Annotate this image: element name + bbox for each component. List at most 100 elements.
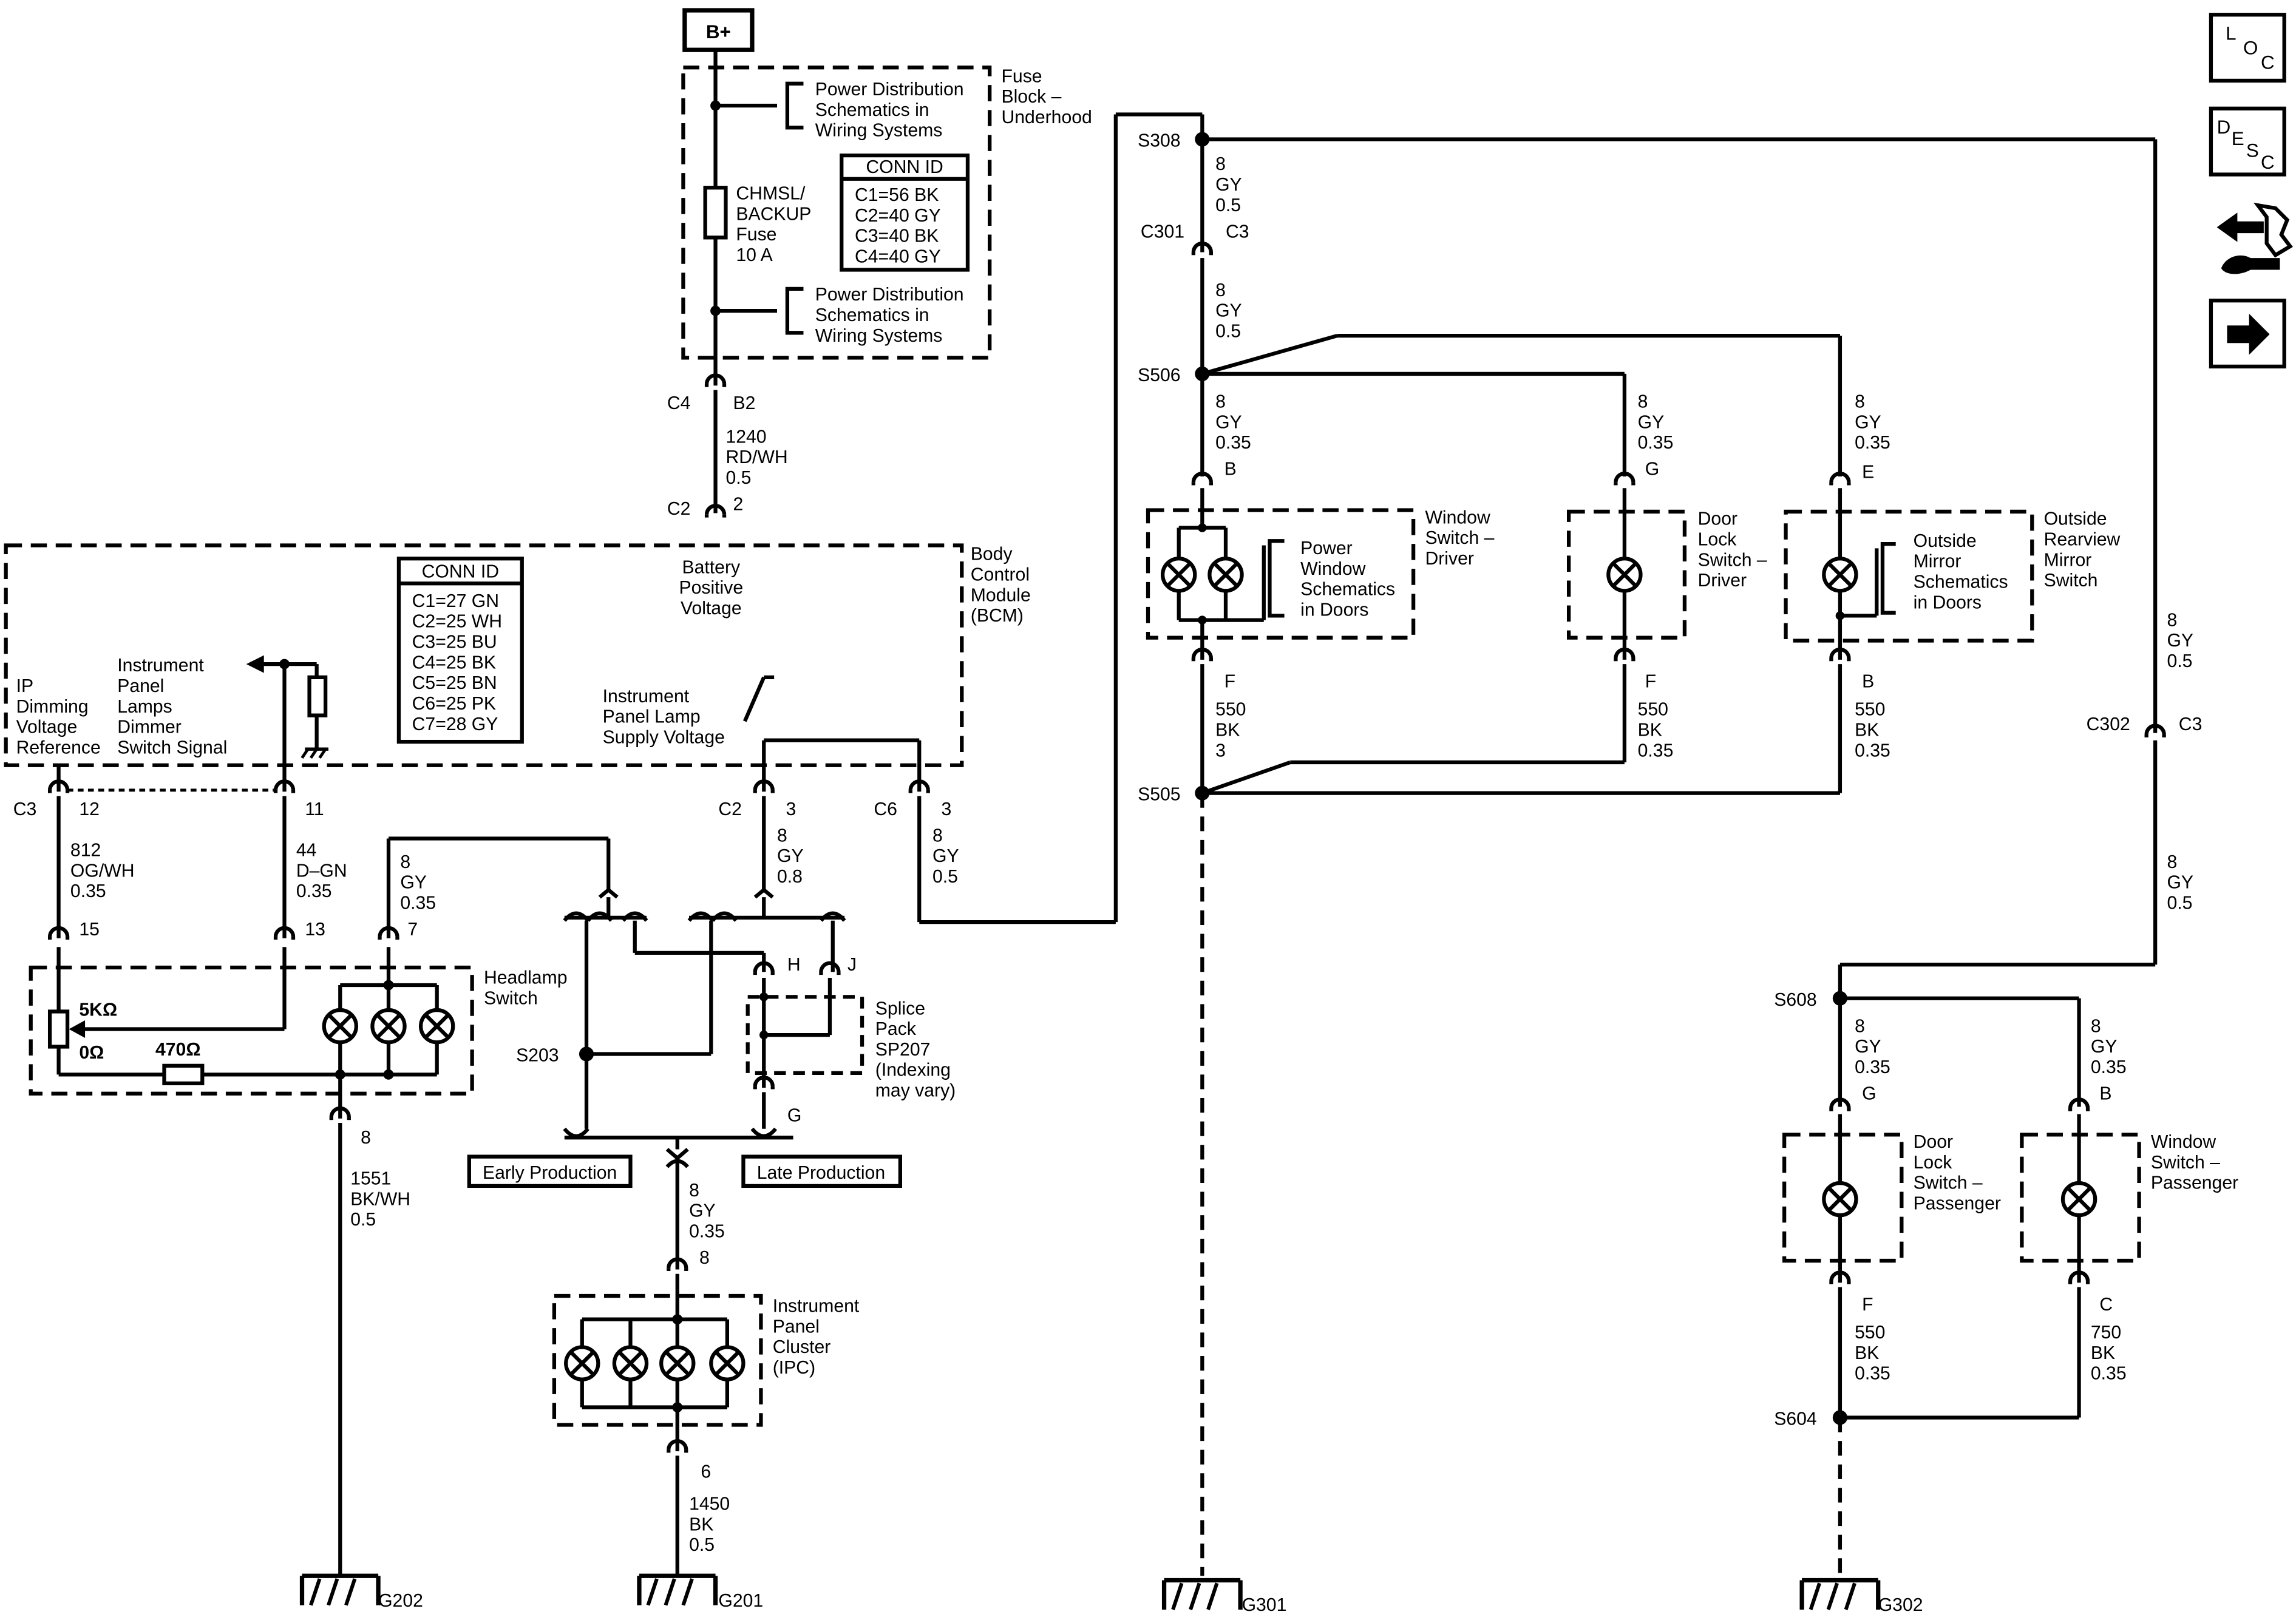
svg-text:7: 7 bbox=[407, 920, 418, 940]
fuse-block-outline bbox=[681, 66, 992, 360]
svg-text:8: 8 bbox=[1215, 154, 1226, 174]
svg-text:Module: Module bbox=[971, 585, 1031, 605]
svg-text:F: F bbox=[1224, 672, 1235, 692]
bcm-conn-id-table: CONN ID C1=27 GN C2=25 WH C3=25 BU C4=25… bbox=[396, 557, 524, 744]
svg-text:5KΩ: 5KΩ bbox=[79, 1000, 117, 1020]
svg-text:BK: BK bbox=[689, 1514, 713, 1534]
svg-text:S506: S506 bbox=[1138, 365, 1180, 385]
component-view-icon[interactable] bbox=[2216, 202, 2293, 274]
svg-text:0.5: 0.5 bbox=[932, 867, 958, 887]
svg-text:BK: BK bbox=[1638, 720, 1662, 740]
svg-text:0.35: 0.35 bbox=[400, 893, 436, 913]
svg-text:B: B bbox=[2099, 1083, 2111, 1103]
svg-text:Fuse: Fuse bbox=[1001, 66, 1042, 86]
svg-text:0.5: 0.5 bbox=[350, 1210, 376, 1230]
wire-750-wsp: 750 BK 0.35 bbox=[2091, 1323, 2127, 1384]
svg-text:Voltage: Voltage bbox=[681, 598, 742, 619]
svg-text:Headlamp: Headlamp bbox=[484, 968, 568, 988]
arrow-left-icon bbox=[246, 655, 264, 673]
headlamp-switch-outline bbox=[29, 965, 474, 1096]
window-switch-passenger-title: Window Switch – Passenger bbox=[2151, 1132, 2238, 1193]
wire-8-s308: 8 GY 0.5 bbox=[1215, 154, 1242, 215]
wire-8-c6: 8 GY 0.5 bbox=[932, 825, 959, 887]
svg-text:Fuse: Fuse bbox=[736, 225, 776, 245]
svg-text:Block –: Block – bbox=[1001, 87, 1061, 107]
splice-pack-label: Splice Pack SP207 (Indexing may vary) bbox=[875, 998, 956, 1100]
wire-812: 812 OG/WH 0.35 bbox=[70, 840, 135, 901]
svg-text:G302: G302 bbox=[1878, 1595, 1923, 1615]
svg-text:8: 8 bbox=[689, 1181, 699, 1201]
wire-550-pwd: 550 BK 3 bbox=[1215, 700, 1246, 761]
fuse-block-title: Fuse Block – Underhood bbox=[1001, 66, 1092, 127]
svg-text:CONN ID: CONN ID bbox=[422, 562, 499, 582]
svg-text:8: 8 bbox=[1215, 280, 1226, 300]
wire-8-c302-bottom: 8 GY 0.5 bbox=[2167, 852, 2193, 913]
svg-text:0.35: 0.35 bbox=[70, 881, 106, 901]
svg-text:0.35: 0.35 bbox=[689, 1221, 725, 1241]
svg-text:Switch –: Switch – bbox=[1425, 528, 1494, 548]
wire-8-dlp: 8 GY 0.35 bbox=[1855, 1016, 1890, 1077]
svg-text:Underhood: Underhood bbox=[1001, 107, 1092, 127]
ip-lamps-dimmer-label: Instrument Panel Lamps Dimmer Switch Sig… bbox=[117, 656, 227, 757]
svg-text:Panel: Panel bbox=[773, 1317, 820, 1337]
location-button[interactable]: L O C bbox=[2209, 13, 2286, 83]
svg-text:BACKUP: BACKUP bbox=[736, 204, 811, 224]
svg-text:550: 550 bbox=[1638, 700, 1668, 720]
svg-text:G201: G201 bbox=[718, 1591, 763, 1611]
next-arrow-button[interactable] bbox=[2209, 299, 2286, 368]
lamp-icon bbox=[1824, 1183, 1856, 1215]
svg-text:in Doors: in Doors bbox=[1300, 600, 1368, 620]
svg-text:E: E bbox=[1862, 462, 1874, 482]
splice-pack-outline bbox=[746, 995, 864, 1076]
svg-text:B: B bbox=[1224, 459, 1237, 480]
svg-text:Switch –: Switch – bbox=[1698, 550, 1767, 570]
svg-text:B+: B+ bbox=[706, 21, 731, 42]
svg-text:BK: BK bbox=[1855, 720, 1879, 740]
svg-text:L: L bbox=[2226, 22, 2236, 44]
svg-text:C1=27 GN: C1=27 GN bbox=[412, 591, 499, 611]
rheostat-icon bbox=[47, 1009, 70, 1049]
description-button[interactable]: D E S C bbox=[2209, 106, 2286, 177]
svg-text:Dimmer: Dimmer bbox=[117, 717, 182, 737]
lamp-icon bbox=[372, 1010, 404, 1042]
svg-text:3: 3 bbox=[1215, 741, 1226, 761]
svg-text:Panel Lamp: Panel Lamp bbox=[603, 707, 701, 727]
wire-8-wsp: 8 GY 0.35 bbox=[2091, 1016, 2127, 1077]
svg-text:(Indexing: (Indexing bbox=[875, 1060, 951, 1080]
lamp-icon bbox=[324, 1010, 356, 1042]
svg-text:0.5: 0.5 bbox=[2167, 651, 2192, 671]
ipc-outline bbox=[552, 1293, 763, 1427]
svg-text:8: 8 bbox=[1215, 391, 1226, 412]
svg-text:Schematics in: Schematics in bbox=[815, 305, 929, 325]
fuse-label: CHMSL/ BACKUP Fuse 10 A bbox=[736, 184, 811, 265]
svg-text:GY: GY bbox=[1215, 412, 1242, 432]
svg-text:GY: GY bbox=[2091, 1037, 2118, 1057]
svg-text:Control: Control bbox=[971, 564, 1030, 585]
svg-text:6: 6 bbox=[701, 1462, 711, 1482]
svg-text:Passenger: Passenger bbox=[2151, 1173, 2238, 1193]
svg-text:Rearview: Rearview bbox=[2044, 529, 2121, 549]
svg-text:0.5: 0.5 bbox=[1215, 195, 1241, 215]
svg-text:Supply Voltage: Supply Voltage bbox=[603, 728, 725, 748]
svg-text:C: C bbox=[2261, 52, 2275, 73]
svg-text:Pack: Pack bbox=[875, 1019, 917, 1039]
wire-8-pwd: 8 GY 0.35 bbox=[1215, 391, 1251, 453]
svg-text:G301: G301 bbox=[1242, 1595, 1287, 1615]
svg-text:G: G bbox=[1862, 1083, 1876, 1103]
svg-text:0.35: 0.35 bbox=[1855, 433, 1890, 453]
svg-text:may vary): may vary) bbox=[875, 1081, 956, 1101]
svg-text:Instrument: Instrument bbox=[773, 1296, 860, 1317]
svg-text:0.5: 0.5 bbox=[689, 1535, 715, 1555]
svg-text:C2=40 GY: C2=40 GY bbox=[855, 206, 941, 226]
svg-text:GY: GY bbox=[1638, 412, 1665, 432]
svg-text:0.8: 0.8 bbox=[777, 867, 803, 887]
svg-text:Door: Door bbox=[1914, 1132, 1953, 1152]
svg-text:550: 550 bbox=[1855, 700, 1885, 720]
svg-text:Late Production: Late Production bbox=[757, 1163, 885, 1183]
svg-text:8: 8 bbox=[2091, 1016, 2101, 1036]
lamp-icon bbox=[1209, 558, 1241, 591]
svg-text:Window: Window bbox=[1425, 507, 1490, 527]
power-window-schematics-ref: Power Window Schematics in Doors bbox=[1300, 538, 1395, 620]
lamp-icon bbox=[661, 1347, 693, 1380]
